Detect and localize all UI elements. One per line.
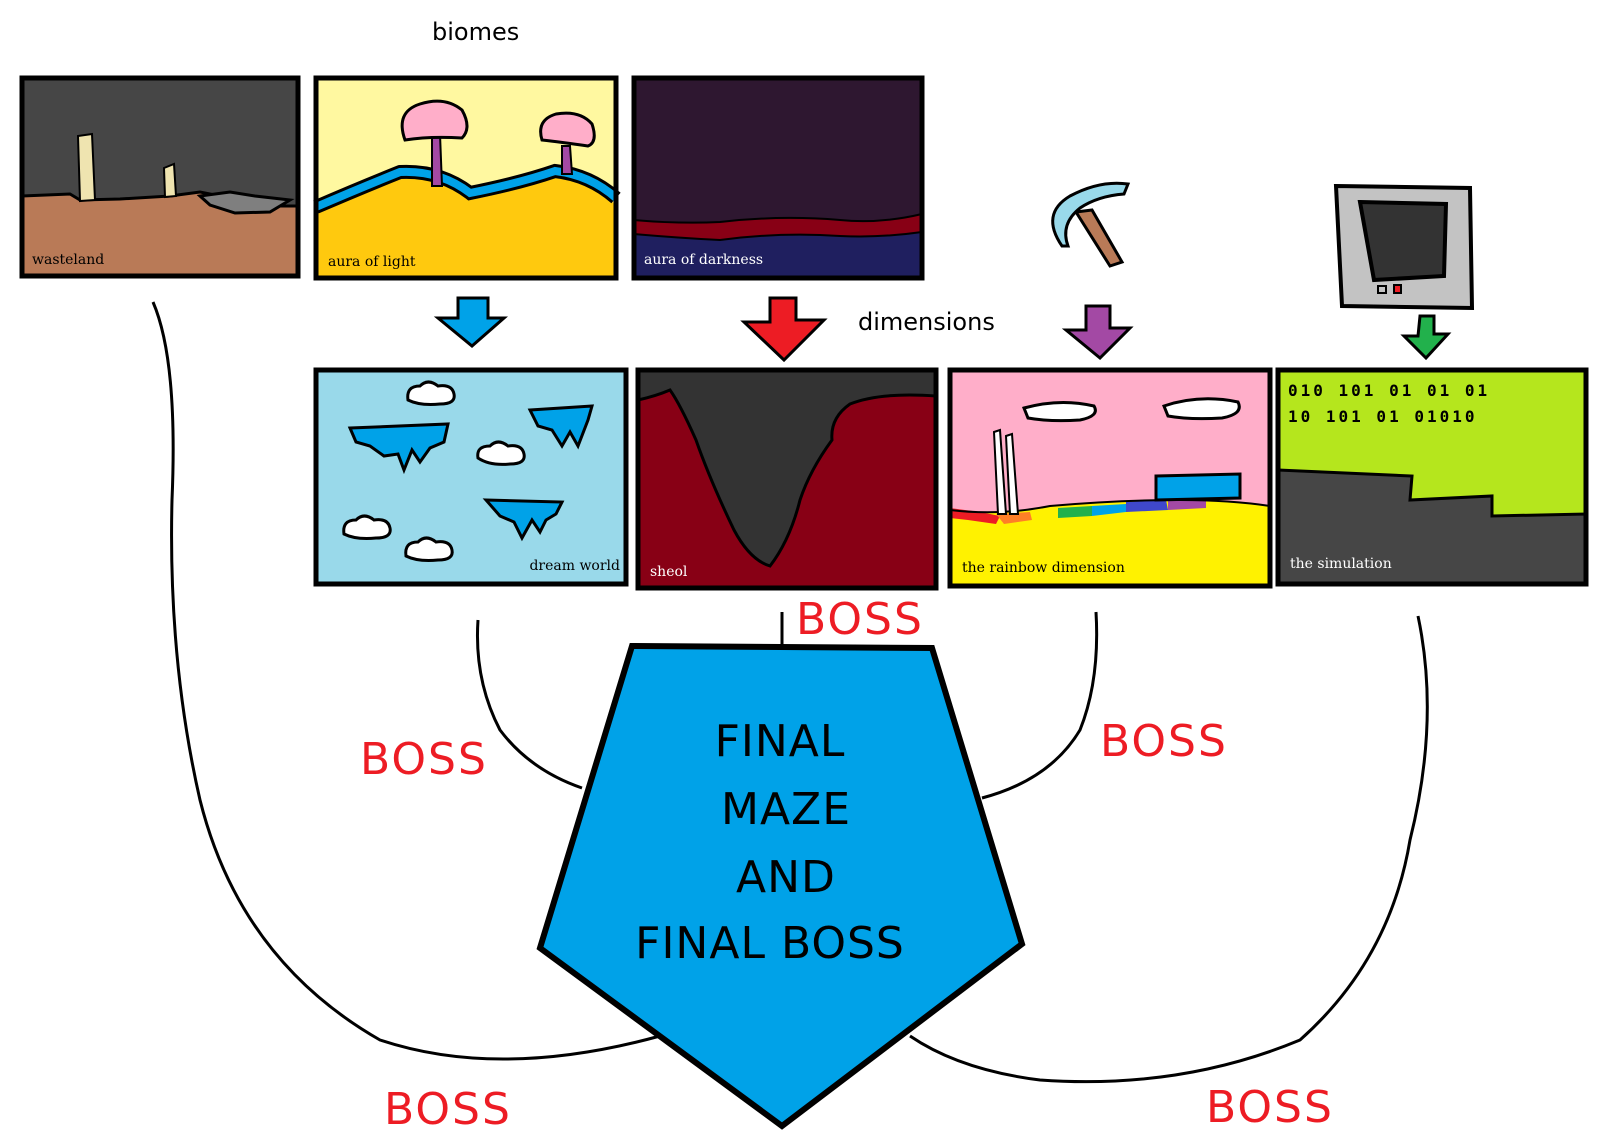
boss-label-wasteland: BOSS	[384, 1084, 512, 1135]
biome-label: aura of darkness	[644, 252, 763, 268]
biomes-heading: biomes	[432, 18, 519, 46]
connector-wasteland	[151, 301, 661, 1061]
final-line: FINAL BOSS	[635, 918, 905, 969]
biome-panel-aura-of-light: aura of light	[313, 75, 621, 281]
biome-panel-wasteland: wasteland	[19, 75, 301, 279]
boss-label-rainbow: BOSS	[1100, 716, 1228, 767]
tablet-icon	[1333, 183, 1475, 311]
dimension-panel-dream-world: dream world	[313, 367, 629, 587]
biome-panel-aura-of-darkness: aura of darkness	[631, 75, 925, 281]
binary-text: 10 101 01 01010	[1288, 407, 1478, 426]
dimension-label: the simulation	[1290, 556, 1392, 572]
boss-label-simulation: BOSS	[1206, 1082, 1334, 1133]
final-line: AND	[736, 852, 836, 903]
dimension-label: the rainbow dimension	[962, 560, 1125, 576]
boss-label-sheol: BOSS	[796, 594, 924, 645]
connector-rainbow	[981, 611, 1099, 800]
final-line: MAZE	[721, 784, 851, 835]
connector-simulation	[909, 615, 1429, 1084]
binary-text: 010 101 01 01 01	[1288, 381, 1490, 400]
dimension-panel-rainbow-dimension: the rainbow dimension	[947, 367, 1273, 589]
final-line: FINAL	[715, 716, 846, 767]
pickaxe-icon	[1051, 181, 1131, 268]
dimension-panel-sheol: sheol	[635, 367, 939, 591]
arrow-down-icon	[1061, 304, 1134, 361]
final-maze-pentagon: FINAL MAZE AND FINAL BOSS	[536, 642, 1026, 1130]
biome-label: wasteland	[32, 252, 104, 268]
connector-dream-world	[476, 619, 583, 790]
dimension-label: sheol	[650, 564, 688, 580]
connector-lines	[151, 301, 1429, 1084]
arrow-down-icon	[433, 296, 508, 348]
dimension-label: dream world	[529, 558, 620, 574]
boss-label-dream-world: BOSS	[360, 734, 488, 785]
arrow-down-icon	[1400, 314, 1452, 361]
biome-label: aura of light	[328, 254, 416, 270]
arrow-down-icon	[740, 296, 828, 363]
dimension-panel-simulation: 010 101 01 01 01 10 101 01 01010 the sim…	[1275, 367, 1589, 587]
dimensions-heading: dimensions	[858, 308, 995, 336]
